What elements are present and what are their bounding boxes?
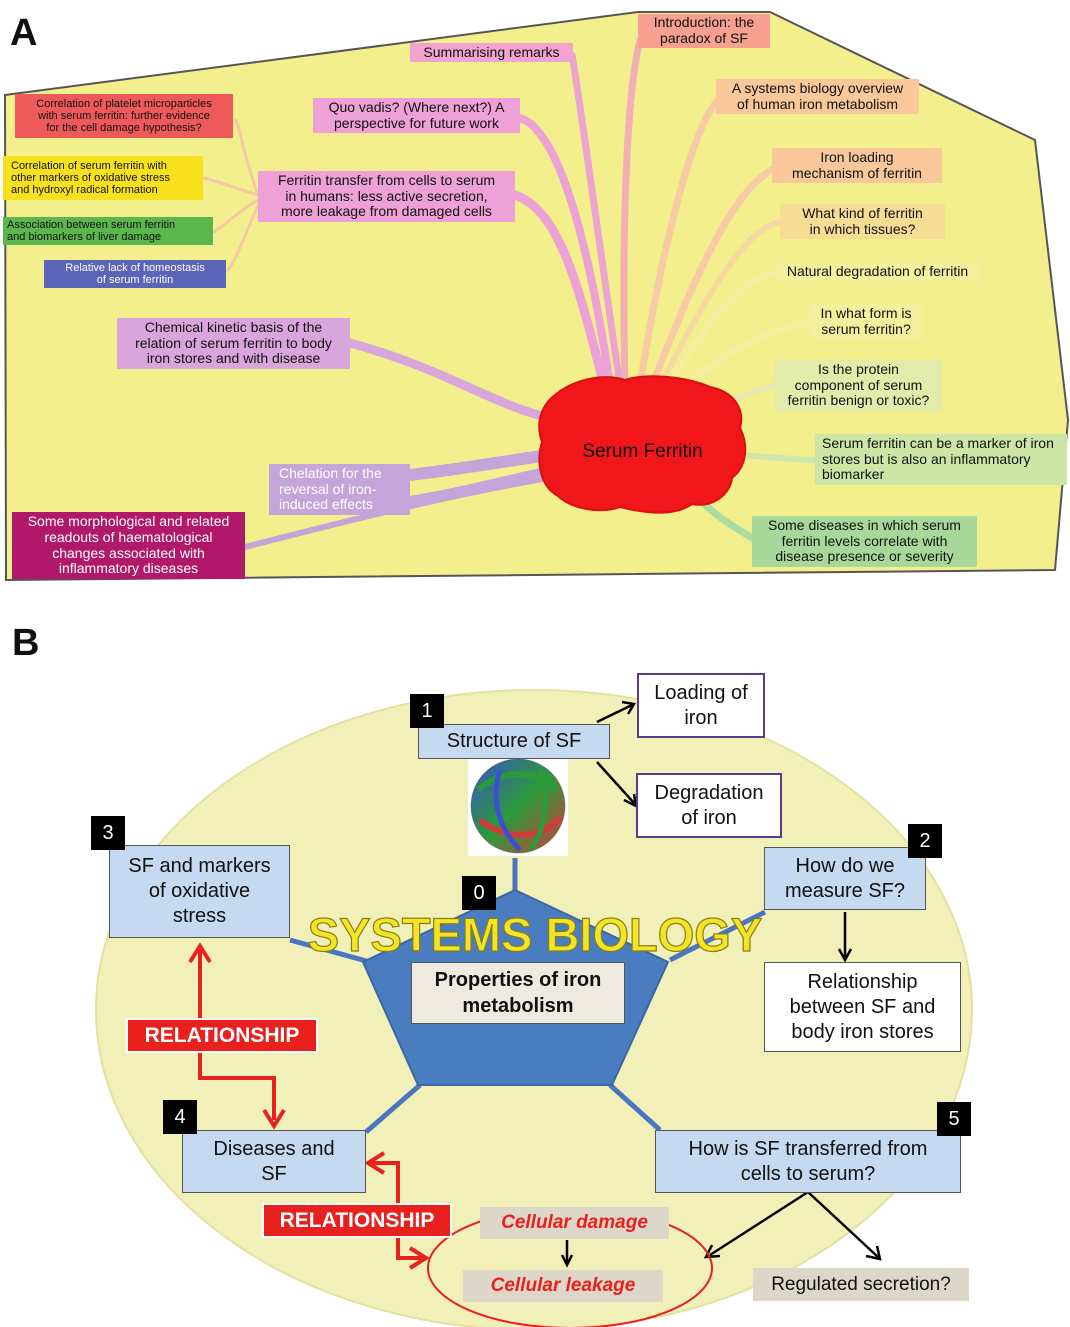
hub-spokes: [289, 858, 767, 1134]
relationship-label-upper: RELATIONSHIP: [126, 1018, 318, 1053]
topic-platelet-microparticles: Correlation of platelet microparticles w…: [15, 94, 233, 138]
hub-number: 0: [462, 876, 496, 910]
topic-morphological-readouts: Some morphological and related readouts …: [12, 512, 245, 579]
panel-a-letter: A: [10, 12, 38, 54]
black-arrows: [560, 700, 882, 1268]
topic-natural-degradation: Natural degradation of ferritin: [775, 262, 980, 282]
topic-oxidative-stress: Correlation of serum ferritin with other…: [3, 156, 203, 200]
branch-iron-loading: [646, 164, 779, 394]
branch-chemical-kinetic: [345, 338, 565, 425]
sub-branch-homeostasis: [226, 203, 260, 272]
topic-benign-or-toxic: Is the protein component of serum ferrit…: [775, 360, 942, 411]
node-2-number: 2: [908, 824, 942, 858]
topic-form-serum-ferritin: In what form is serum ferritin?: [810, 304, 922, 339]
node-4-number: 4: [163, 1100, 197, 1134]
branch-quo-vadis: [516, 114, 614, 389]
topic-chelation: Chelation for the reversal of iron- indu…: [269, 464, 410, 515]
branch-what-kind: [652, 219, 783, 398]
box-loading-of-iron: Loading of iron: [637, 673, 765, 738]
ferritin-molecule: [468, 758, 568, 856]
branch-inflammatory-marker: [737, 452, 818, 463]
serum-ferritin-blob: [538, 375, 747, 514]
topic-systems-biology-overview: A systems biology overview of human iron…: [716, 79, 919, 114]
panel-b-letter: B: [12, 622, 40, 664]
topic-liver-damage: Association between serum ferritin and b…: [3, 217, 213, 245]
sub-branch-oxidative: [202, 176, 260, 197]
sub-branch-liver: [212, 198, 260, 234]
branch-chelation: [404, 449, 556, 481]
serum-ferritin-label: Serum Ferritin: [582, 441, 703, 463]
node-sf-transferred: How is SF transferred from cells to seru…: [655, 1130, 961, 1193]
topic-introduction: Introduction: the paradox of SF: [638, 14, 770, 48]
topic-lack-homeostasis: Relative lack of homeostasis of serum fe…: [44, 260, 226, 288]
red-arrows: [188, 942, 430, 1270]
branch-summarising: [568, 51, 624, 389]
node-oxidative-stress: SF and markers of oxidative stress: [109, 845, 290, 938]
branch-introduction: [620, 36, 644, 389]
branch-natural-degradation: [657, 269, 778, 403]
node-measure-sf: How do we measure SF?: [764, 847, 926, 910]
topic-inflammatory-biomarker: Serum ferritin can be a marker of iron s…: [815, 434, 1067, 485]
topic-what-kind-ferritin: What kind of ferritin in which tissues?: [780, 204, 945, 239]
topic-quo-vadis: Quo vadis? (Where next?) A perspective f…: [313, 98, 520, 133]
topic-chemical-kinetic: Chemical kinetic basis of the relation o…: [117, 318, 350, 369]
branch-systems-overview: [636, 96, 722, 389]
topic-iron-loading: Iron loading mechanism of ferritin: [772, 148, 942, 183]
hub-properties-iron-metabolism: Properties of iron metabolism: [411, 962, 625, 1024]
branch-chelation-2: [406, 466, 554, 504]
sub-branch-platelet: [234, 118, 260, 197]
node-structure-of-sf: Structure of SF: [418, 724, 610, 759]
branch-ferritin-transfer: [510, 190, 610, 395]
cellular-leakage: Cellular leakage: [463, 1270, 663, 1302]
box-relationship-iron-stores: Relationship between SF and body iron st…: [764, 962, 961, 1052]
relationship-label-lower: RELATIONSHIP: [262, 1203, 452, 1238]
topic-ferritin-transfer: Ferritin transfer from cells to serum in…: [258, 171, 515, 222]
regulated-secretion: Regulated secretion?: [753, 1268, 969, 1301]
topic-diseases-correlate: Some diseases in which serum ferritin le…: [752, 516, 977, 567]
node-diseases-and-sf: Diseases and SF: [182, 1130, 366, 1193]
topic-summarising-remarks: Summarising remarks: [410, 43, 573, 62]
node-1-number: 1: [410, 694, 444, 728]
box-degradation-of-iron: Degradation of iron: [636, 773, 782, 838]
node-5-number: 5: [937, 1102, 971, 1136]
systems-biology-title: SYSTEMS BIOLOGY: [307, 907, 763, 961]
node-3-number: 3: [91, 816, 125, 850]
cellular-damage: Cellular damage: [480, 1207, 669, 1239]
